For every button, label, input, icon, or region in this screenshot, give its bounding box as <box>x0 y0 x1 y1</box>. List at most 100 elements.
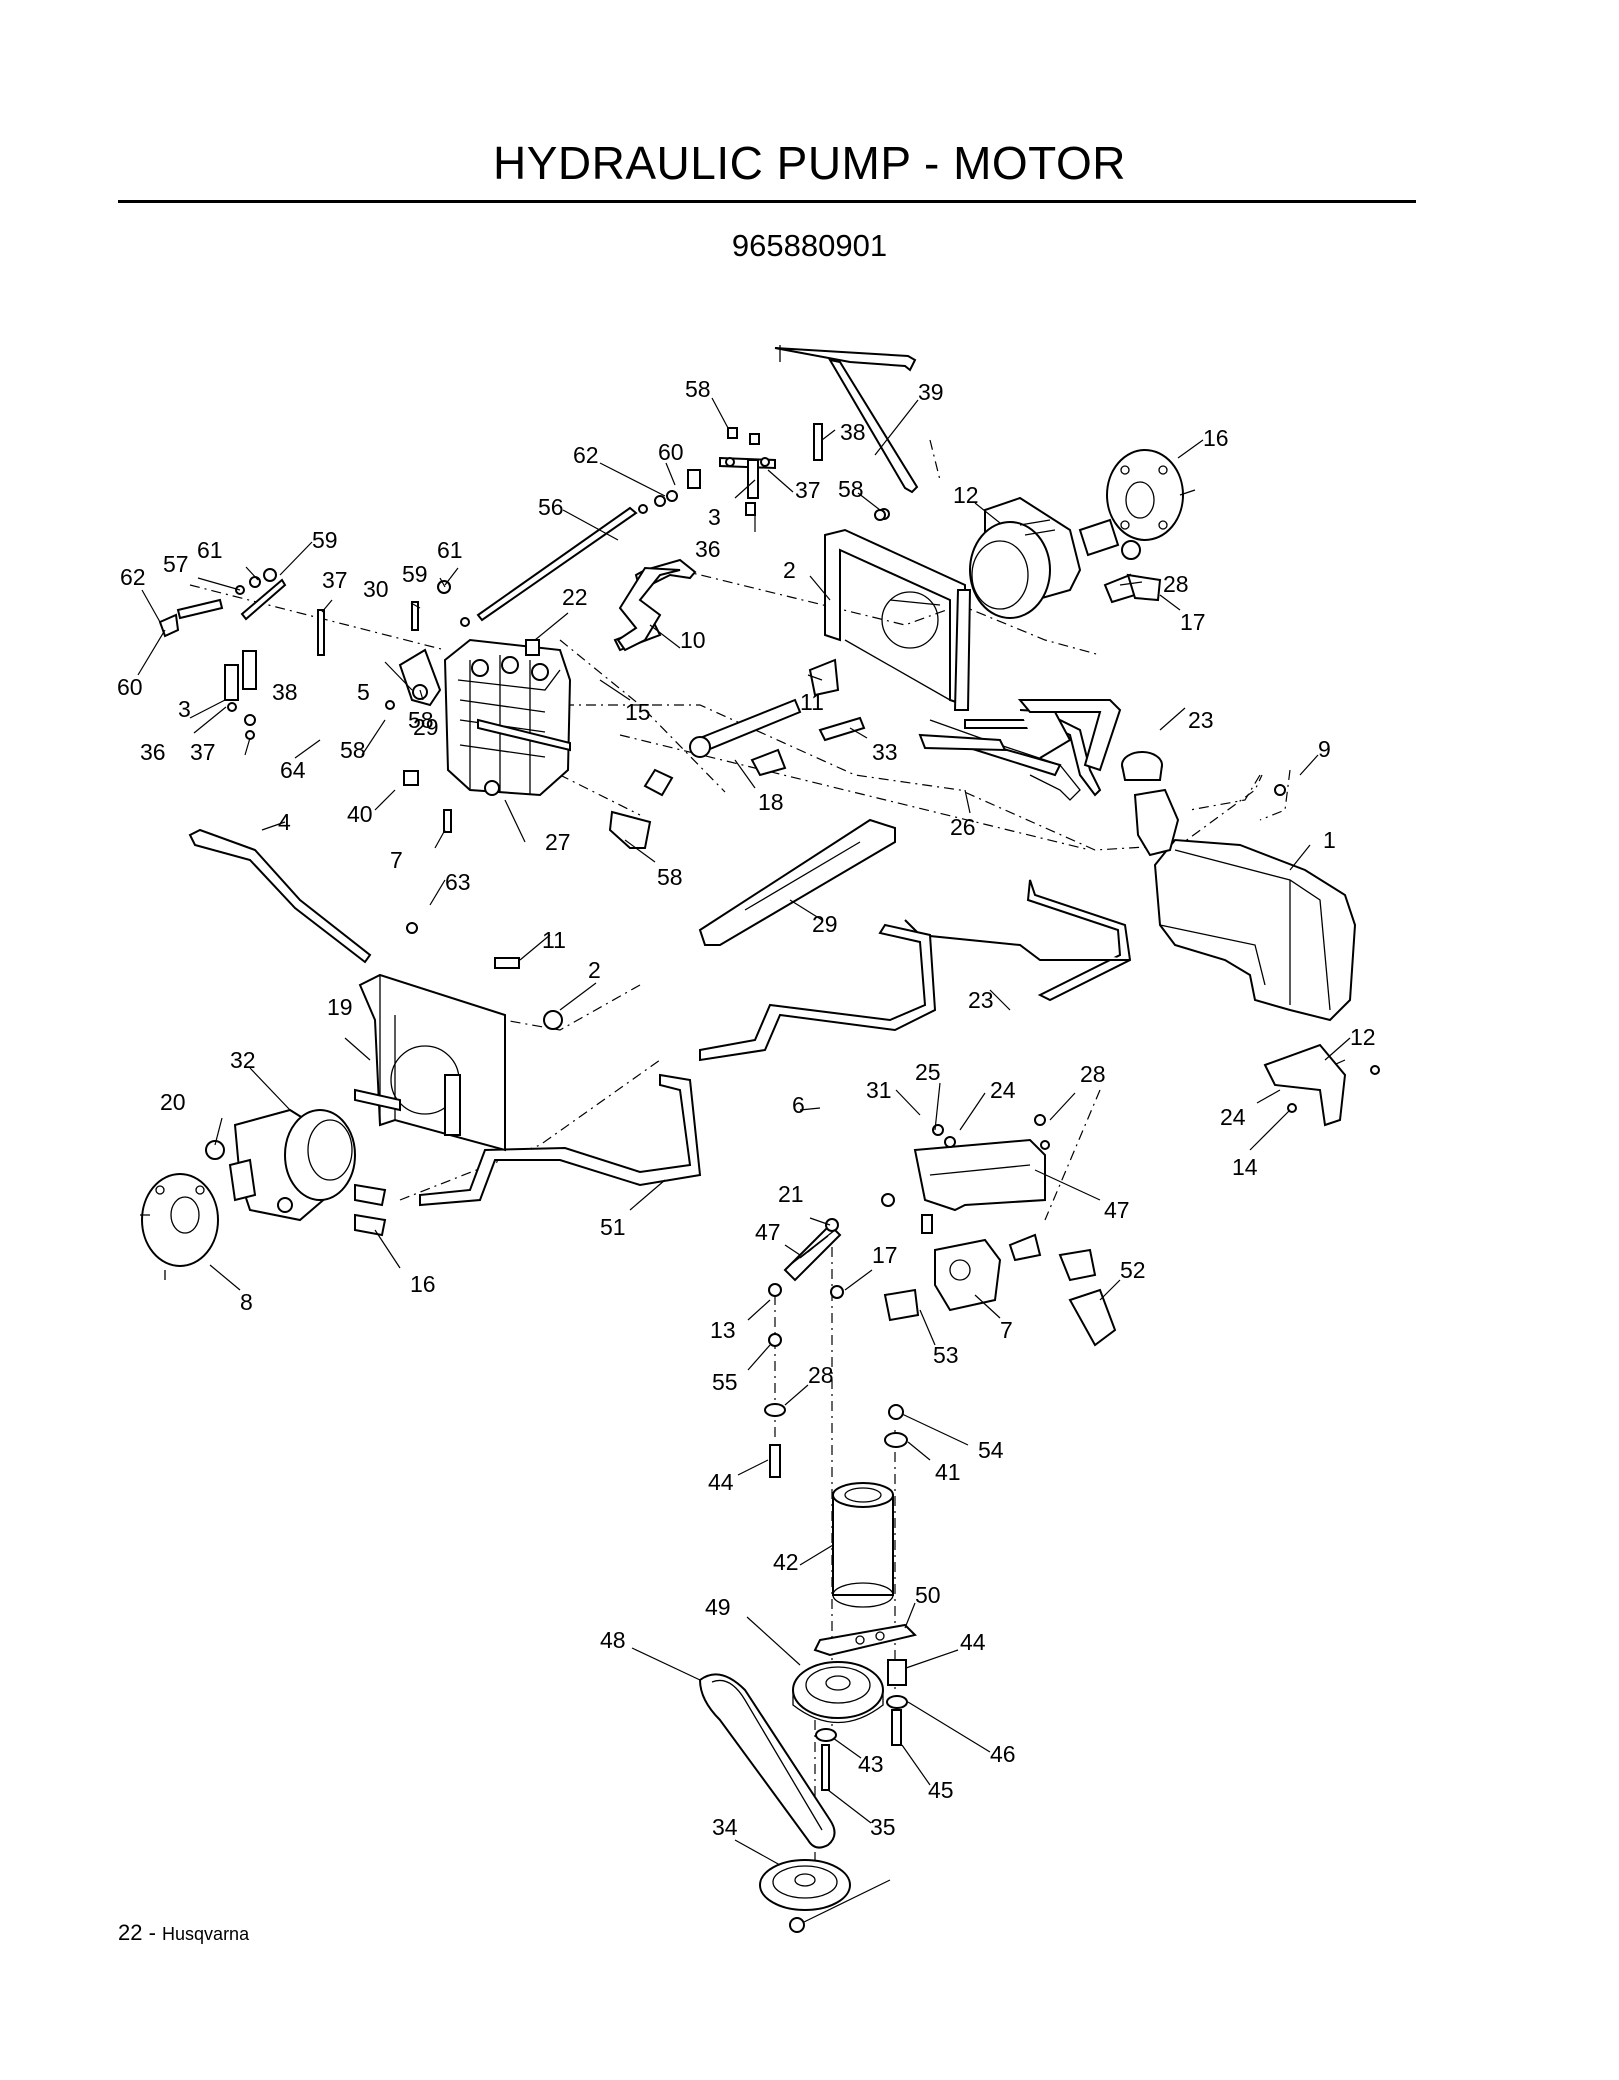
callout-label: 18 <box>758 789 784 815</box>
callout-label: 17 <box>1180 609 1206 635</box>
callout-label: 62 <box>120 564 146 590</box>
footer-brand: Husqvarna <box>162 1924 250 1944</box>
callout-label: 59 <box>402 561 428 587</box>
callout-label: 41 <box>935 1459 961 1485</box>
tank-bracket <box>1263 1043 1347 1127</box>
callout-label: 58 <box>838 476 864 502</box>
callout-label: 7 <box>1000 1317 1013 1343</box>
callout-label: 52 <box>1120 1257 1146 1283</box>
callout-label: 57 <box>163 551 189 577</box>
callout-label: 2 <box>588 957 601 983</box>
idler-spring <box>764 1218 908 1478</box>
callout-label: 23 <box>968 987 994 1013</box>
callout-label: 60 <box>117 674 143 700</box>
callout-label: 24 <box>1220 1104 1246 1130</box>
callout-label: 34 <box>712 1814 738 1840</box>
motor-bracket-upper <box>824 528 972 711</box>
callout-label: 60 <box>658 439 684 465</box>
callout-label: 47 <box>755 1219 781 1245</box>
callout-label: 44 <box>960 1629 986 1655</box>
wheel-hub-lower <box>140 1173 219 1280</box>
callout-label: 3 <box>178 696 191 722</box>
callout-label: 37 <box>322 567 348 593</box>
callout-label: 1 <box>1323 827 1336 853</box>
small-hardware <box>874 509 1380 1207</box>
callout-label: 55 <box>712 1369 738 1395</box>
callout-label: 61 <box>437 537 463 563</box>
callout-leader-lines <box>137 397 1351 1923</box>
callout-label: 50 <box>915 1582 941 1608</box>
callout-label: 35 <box>870 1814 896 1840</box>
callout-label: 4 <box>278 809 291 835</box>
callout-label: 2 <box>783 557 796 583</box>
callout-label: 21 <box>778 1181 804 1207</box>
callout-label: 56 <box>538 494 564 520</box>
callout-label: 9 <box>1318 736 1331 762</box>
callout-label: 48 <box>600 1627 626 1653</box>
footer-page-number: 22 - <box>118 1920 163 1945</box>
callout-label: 63 <box>445 869 471 895</box>
callout-label: 12 <box>953 482 979 508</box>
filter-bracket <box>913 1138 1050 1212</box>
callout-label: 47 <box>1104 1197 1130 1223</box>
callout-label: 61 <box>197 537 223 563</box>
callout-label: 16 <box>1203 425 1229 451</box>
callout-label: 11 <box>800 689 824 715</box>
callout-label: 38 <box>272 679 298 705</box>
callout-label: 31 <box>866 1077 892 1103</box>
callout-label: 32 <box>230 1047 256 1073</box>
callout-label: 13 <box>710 1317 736 1343</box>
callout-labels: 58 39 38 16 62 60 37 58 12 56 3 36 59 61… <box>117 376 1376 1840</box>
callout-label: 45 <box>928 1777 954 1803</box>
oil-filter <box>832 1482 894 1608</box>
callout-label: 12 <box>1350 1024 1376 1050</box>
callout-label: 30 <box>363 576 389 602</box>
callout-label: 58 <box>657 864 683 890</box>
callout-label: 5 <box>357 679 370 705</box>
drive-belt <box>698 1673 836 1849</box>
callout-label: 53 <box>933 1342 959 1368</box>
callout-label: 11 <box>542 927 566 953</box>
callout-label: 29 <box>812 911 838 937</box>
return-line <box>918 699 1122 772</box>
tank-strap <box>698 818 896 946</box>
callout-label: 28 <box>1163 571 1189 597</box>
hydraulic-pump <box>403 638 572 833</box>
callout-label: 28 <box>808 1362 834 1388</box>
callout-label: 54 <box>978 1437 1004 1463</box>
callout-label: 3 <box>708 504 721 530</box>
part-number: 965880901 <box>731 228 888 263</box>
callout-label: 36 <box>140 739 166 765</box>
callout-label: 58 <box>685 376 711 402</box>
title-rule <box>118 200 1416 203</box>
callout-label: 24 <box>990 1077 1016 1103</box>
callout-label: 36 <box>695 536 721 562</box>
callout-label: 46 <box>990 1741 1016 1767</box>
callout-label: 20 <box>160 1089 186 1115</box>
callout-label: 37 <box>190 739 216 765</box>
callout-label: 15 <box>625 699 651 725</box>
hydraulic-lines <box>419 566 1132 1207</box>
page-title: HYDRAULIC PUMP - MOTOR <box>493 137 1126 189</box>
wheel-hub-upper <box>1106 449 1196 541</box>
callout-label: 10 <box>680 627 706 653</box>
page-footer: 22 - Husqvarna <box>118 1920 249 1946</box>
assembly-centerlines <box>189 439 1346 1890</box>
wheel-motor-lower <box>228 1108 356 1222</box>
lower-control-rod <box>188 718 571 1030</box>
filter-head <box>883 1214 1117 1347</box>
callout-label: 51 <box>600 1214 626 1240</box>
callout-label: 26 <box>950 814 976 840</box>
hydraulic-tank <box>1121 751 1357 1022</box>
callout-label: 42 <box>773 1549 799 1575</box>
callout-label: 39 <box>918 379 944 405</box>
callout-label: 17 <box>872 1242 898 1268</box>
callout-label: 62 <box>573 442 599 468</box>
drive-pulley <box>759 1859 851 1933</box>
callout-label: 8 <box>240 1289 253 1315</box>
callout-label: 16 <box>410 1271 436 1297</box>
callout-label: 59 <box>312 527 338 553</box>
callout-label: 7 <box>390 847 403 873</box>
callout-label: 43 <box>858 1751 884 1777</box>
